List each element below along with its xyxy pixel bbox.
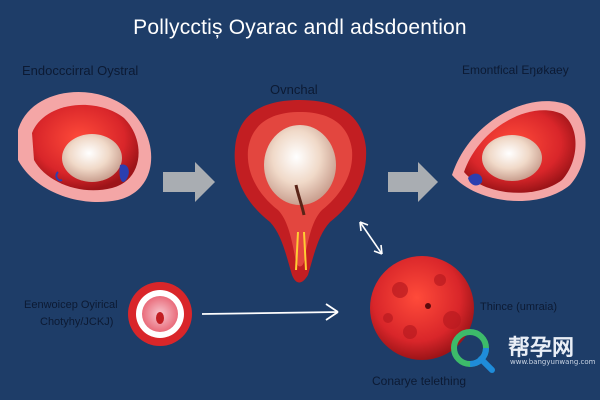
right-arrow-icon — [388, 162, 438, 202]
label-top-left: Endocccirral Oystral — [22, 63, 139, 78]
label-bottom-right: Thince (umraia) — [480, 301, 558, 313]
label-bottom-left-line1: Eenwoicep Oyirical — [24, 299, 118, 311]
diagram-title: Pollycctiș Oyarac andl adsdoention — [133, 16, 467, 39]
right-arrow-icon — [163, 162, 215, 202]
label-top-right: Emontfical Eŋøkaey — [462, 63, 569, 77]
follicle-right-illustration — [452, 101, 586, 202]
label-top-center: Ovnchal — [270, 82, 318, 97]
small-follicle-illustration — [128, 282, 192, 346]
magnifier-q-icon — [451, 329, 495, 373]
cyst-cluster-illustration — [370, 256, 474, 360]
label-bottom-left-line2: Chotyhy/JCKJ) — [40, 316, 114, 328]
follicle-left-illustration — [18, 91, 152, 203]
uterus-center-illustration — [234, 100, 367, 283]
watermark-text: 帮孕网 — [508, 336, 575, 361]
long-arrow-icon — [201, 303, 339, 321]
bidirectional-arrow-icon — [359, 221, 383, 255]
label-bottom-center: Conarye telething — [372, 374, 467, 388]
watermark-subtext: www.bangyunwang.com — [510, 358, 596, 366]
